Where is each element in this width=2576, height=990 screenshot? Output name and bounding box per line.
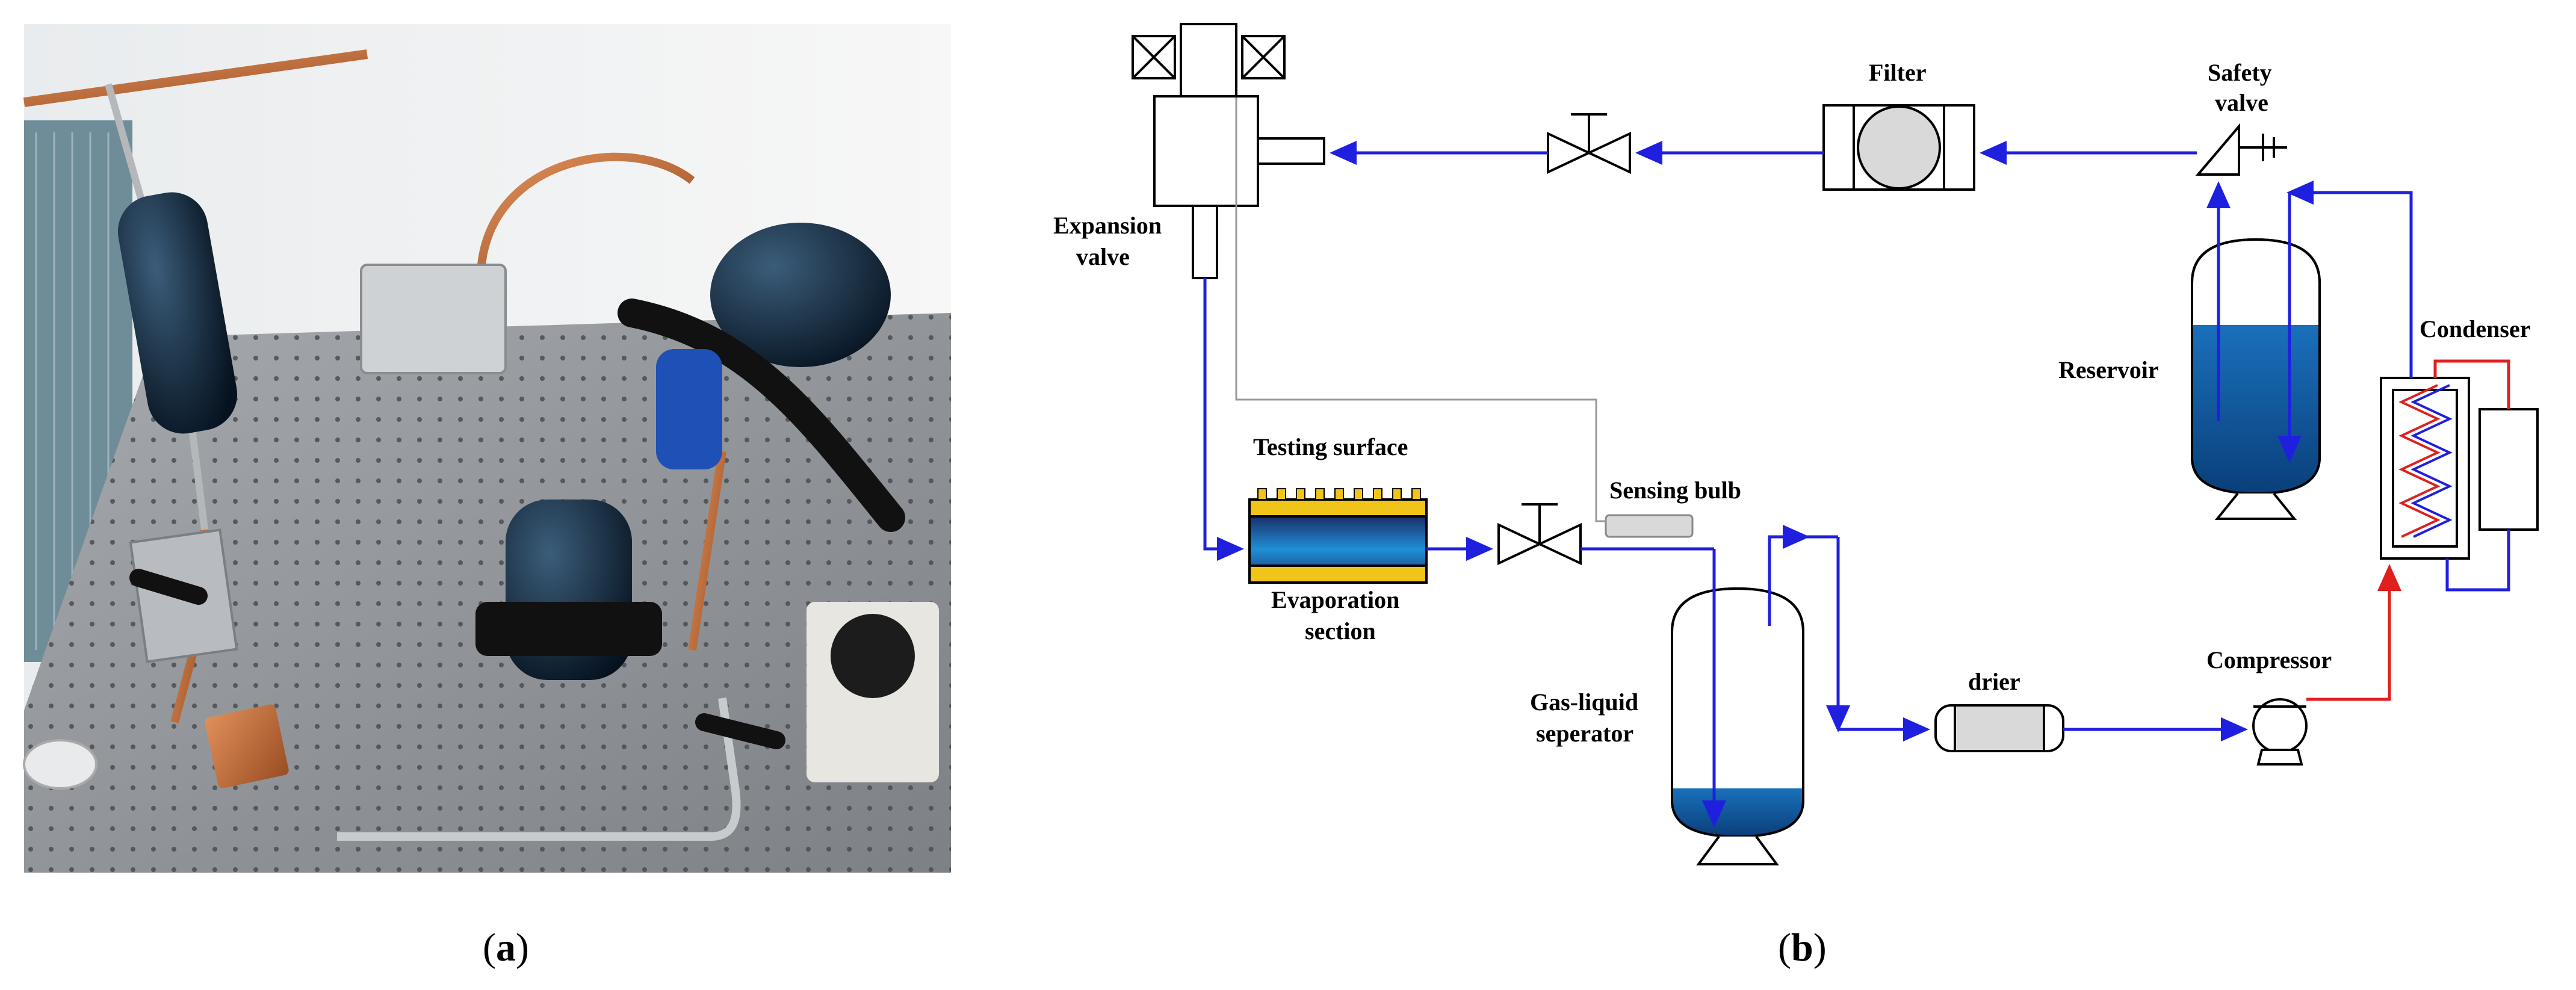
label-evaporation-section-line2: section [1305, 617, 1376, 645]
gas-liquid-separator [1671, 587, 1804, 865]
caption-b: (b) [1778, 926, 1827, 970]
caption-a: (a) [483, 926, 529, 970]
photo-compressor-tank [710, 223, 891, 367]
sensing-line [1235, 97, 1606, 522]
top-shutoff-valve [1547, 113, 1631, 175]
label-safety-valve-line1: Safety [2208, 59, 2272, 86]
evaporation-section [1248, 488, 1428, 584]
photo-valve-handle [129, 569, 208, 605]
label-expansion-valve-line2: valve [1076, 243, 1130, 270]
photo-copper-pipe-right [688, 450, 726, 651]
photo-regulator-dial [831, 614, 915, 698]
photo-copper-loop [477, 152, 695, 265]
middle-shutoff-valve [1497, 503, 1582, 566]
photo-sight-glass [23, 739, 98, 790]
label-testing-surface: Testing surface [1253, 433, 1408, 460]
photo-copper-pipe-top [23, 49, 368, 107]
label-reservoir: Reservoir [2058, 356, 2159, 383]
condenser-coil-red [2398, 384, 2441, 538]
label-gas-liquid-separator-line1: Gas-liquid [1530, 688, 1638, 716]
reservoir [2191, 238, 2321, 520]
panel-b-labels: Expansion valve Filter Safety valve Rese… [1053, 59, 2530, 747]
panel-b-schematic [1132, 23, 2539, 865]
label-compressor: Compressor [2206, 646, 2332, 673]
label-evaporation-section-line1: Evaporation [1271, 586, 1399, 613]
photo-valve-handle-2 [695, 713, 785, 749]
photo-black-cylinder [117, 192, 238, 434]
photo-plate-heat-exchanger [360, 264, 507, 374]
expansion-valve [1132, 23, 1325, 279]
filter [1822, 104, 1975, 191]
safety-valve [2195, 123, 2287, 176]
photo-steel-tube [337, 698, 741, 841]
flow-lines-blue [1203, 141, 2510, 828]
drier [1934, 704, 2064, 752]
photo-blue-filter [656, 349, 722, 469]
label-drier: drier [1968, 668, 2020, 695]
label-gas-liquid-separator-line2: seperator [1536, 720, 1633, 747]
label-expansion-valve-line1: Expansion [1053, 212, 1162, 239]
photo-insulated-hose [618, 299, 905, 532]
condenser-coil-blue [2410, 384, 2453, 538]
label-safety-valve-line2: valve [2215, 89, 2268, 116]
label-sensing-bulb: Sensing bulb [1609, 477, 1741, 504]
compressor [2252, 698, 2308, 766]
flow-lines-red [2306, 359, 2510, 701]
photo-compressor-mount [475, 602, 662, 656]
label-condenser: Condenser [2420, 315, 2530, 342]
panel-a-photo [23, 24, 951, 873]
sensing-bulb [1605, 514, 1694, 538]
photo-copper-block [205, 704, 289, 788]
label-filter: Filter [1869, 59, 1927, 86]
